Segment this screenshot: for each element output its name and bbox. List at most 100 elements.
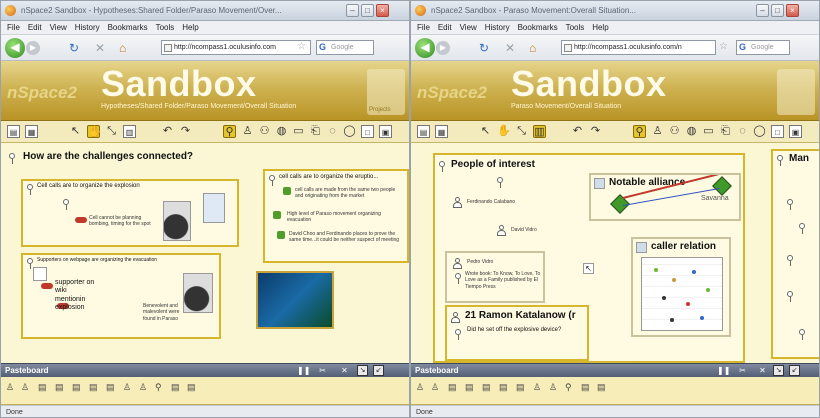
document-icon[interactable]: ▭	[703, 125, 714, 137]
url-bar[interactable]: http://ncompass1.oculusinfo.com	[161, 40, 311, 55]
reload-icon[interactable]: ↻	[479, 41, 490, 55]
close-pasteboard-icon[interactable]: ✕	[759, 366, 766, 375]
redo-icon[interactable]: ↷	[180, 125, 191, 137]
undo-icon[interactable]: ↶	[162, 125, 173, 137]
menu-help[interactable]: Help	[182, 23, 199, 32]
hand-tool-icon[interactable]: ✋	[87, 125, 102, 138]
menu-history[interactable]: History	[74, 23, 100, 32]
map-thumbnail[interactable]	[256, 271, 334, 329]
bookmark-star-icon[interactable]: ☆	[719, 41, 728, 52]
note-icon[interactable]: ▤	[597, 382, 606, 392]
photo-thumbnail[interactable]	[163, 201, 191, 241]
network-graph[interactable]	[641, 257, 723, 331]
menu-tools[interactable]: Tools	[565, 23, 585, 32]
clip-icon[interactable]: ⎗	[311, 125, 320, 137]
pasteboard-tray[interactable]: ♙ ♙ ▤ ▤ ▤ ▤ ▤ ♙ ♙ ⚲ ▤ ▤	[1, 377, 409, 405]
note-icon[interactable]: ▤	[187, 382, 196, 392]
person-card-ramon[interactable]: 21 Ramon Katalanow (r Did he set off the…	[445, 305, 589, 361]
note-icon[interactable]: ▤	[465, 382, 474, 392]
note-icon[interactable]: ▤	[106, 382, 115, 392]
note-icon[interactable]: ▤	[581, 382, 590, 392]
caller-relation-card[interactable]: caller relation	[631, 237, 731, 337]
pause-icon[interactable]: ❚❚	[717, 366, 731, 375]
maximize-button[interactable]: □	[361, 4, 374, 17]
image-icon[interactable]: ▣	[789, 125, 802, 138]
bookmark-star-icon[interactable]: ☆	[297, 41, 306, 52]
pin-tool-icon[interactable]: ⚲	[223, 125, 236, 138]
forward-button[interactable]: ▶	[436, 41, 450, 55]
scissors-icon[interactable]: ✂	[739, 366, 746, 375]
calendar-icon[interactable]: ▤	[7, 125, 20, 138]
pasteboard-tray[interactable]: ♙ ♙ ▤ ▤ ▤ ▤ ▤ ♙ ♙ ⚲ ▤ ▤	[411, 377, 819, 405]
stop-icon[interactable]: ✕	[505, 41, 516, 55]
calendar-icon[interactable]: ▤	[417, 125, 430, 138]
frame-icon[interactable]: □	[771, 125, 784, 138]
document-thumbnail[interactable]	[203, 193, 225, 223]
frame-icon[interactable]: □	[361, 125, 374, 138]
speech-bubble-icon[interactable]: ◯	[343, 125, 356, 137]
forward-button[interactable]: ▶	[26, 41, 40, 55]
close-button[interactable]: ×	[786, 4, 799, 17]
home-icon[interactable]: ⌂	[119, 41, 127, 55]
search-input[interactable]: G Google	[316, 40, 374, 55]
folders-icon[interactable]: ▦	[435, 125, 448, 138]
globe-icon[interactable]: ◍	[686, 125, 697, 137]
select-arrow-icon[interactable]: ↖	[70, 125, 81, 137]
folders-icon[interactable]: ▦	[25, 125, 38, 138]
person-tool-icon[interactable]: ♙	[242, 125, 253, 137]
pasteboard-export-icon[interactable]: ↘	[357, 365, 368, 376]
pasteboard-import-icon[interactable]: ↙	[373, 365, 384, 376]
evidence-panel-cell-calls[interactable]: Cell calls are to organize the explosion…	[21, 179, 239, 247]
alliance-card[interactable]: Notable alliance Savanna	[589, 173, 741, 221]
back-button[interactable]: ◀	[415, 38, 435, 58]
edge-panel[interactable]: Man	[771, 149, 819, 359]
note-icon[interactable]: ▤	[499, 382, 508, 392]
pin-tool-icon[interactable]: ⚲	[633, 125, 646, 138]
shape-icon[interactable]: ◌	[329, 125, 336, 137]
person-tool-icon[interactable]: ♙	[652, 125, 663, 137]
person-card-pedro[interactable]: Pedro Vidro Wrote book: To Know, To Love…	[445, 251, 545, 303]
speech-bubble-icon[interactable]: ◯	[753, 125, 766, 137]
evidence-panel-supporters[interactable]: Supporters on webpage are organizing the…	[21, 253, 221, 339]
note-icon[interactable]: ▤	[448, 382, 457, 392]
sandbox-canvas[interactable]: People of interest Ferdinando Calabano D…	[411, 143, 819, 363]
pin-icon[interactable]: ⚲	[155, 382, 162, 392]
link-tool-icon[interactable]: ⤡	[107, 125, 116, 137]
close-button[interactable]: ×	[376, 4, 389, 17]
group-tool-icon[interactable]: ⚇	[259, 125, 270, 137]
note-tool-icon[interactable]: ▥	[123, 125, 136, 138]
person-icon[interactable]: ♙	[139, 382, 148, 392]
photo-thumbnail[interactable]	[183, 273, 213, 313]
menu-bookmarks[interactable]: Bookmarks	[107, 23, 148, 32]
document-icon[interactable]: ▭	[293, 125, 304, 137]
menu-tools[interactable]: Tools	[155, 23, 175, 32]
menu-edit[interactable]: Edit	[27, 23, 42, 32]
scissors-icon[interactable]: ✂	[319, 366, 326, 375]
search-input[interactable]: G Google	[736, 40, 790, 55]
clip-icon[interactable]: ⎗	[721, 125, 730, 137]
menu-help[interactable]: Help	[592, 23, 609, 32]
note-icon[interactable]: ▤	[55, 382, 64, 392]
person-icon[interactable]: ♙	[6, 382, 15, 392]
hand-tool-icon[interactable]: ✋	[497, 125, 511, 137]
menu-edit[interactable]: Edit	[437, 23, 452, 32]
menu-history[interactable]: History	[484, 23, 510, 32]
note-tool-icon[interactable]: ▥	[533, 125, 546, 138]
reload-icon[interactable]: ↻	[69, 41, 80, 55]
select-arrow-icon[interactable]: ↖	[480, 125, 491, 137]
menu-view[interactable]: View	[459, 23, 477, 32]
people-panel[interactable]: People of interest Ferdinando Calabano D…	[433, 153, 745, 363]
person-icon[interactable]: ♙	[533, 382, 542, 392]
group-tool-icon[interactable]: ⚇	[669, 125, 680, 137]
person-icon[interactable]: ♙	[123, 382, 132, 392]
sandbox-canvas[interactable]: How are the challenges connected? Cell c…	[1, 143, 409, 363]
note-icon[interactable]: ▤	[171, 382, 180, 392]
note-icon[interactable]: ▤	[38, 382, 47, 392]
note-icon[interactable]: ▤	[516, 382, 525, 392]
image-icon[interactable]: ▣	[379, 125, 392, 138]
pasteboard-import-icon[interactable]: ↙	[789, 365, 800, 376]
person-icon[interactable]: ♙	[431, 382, 440, 392]
back-button[interactable]: ◀	[5, 38, 25, 58]
note-icon[interactable]: ▤	[89, 382, 98, 392]
minimize-button[interactable]: –	[756, 4, 769, 17]
